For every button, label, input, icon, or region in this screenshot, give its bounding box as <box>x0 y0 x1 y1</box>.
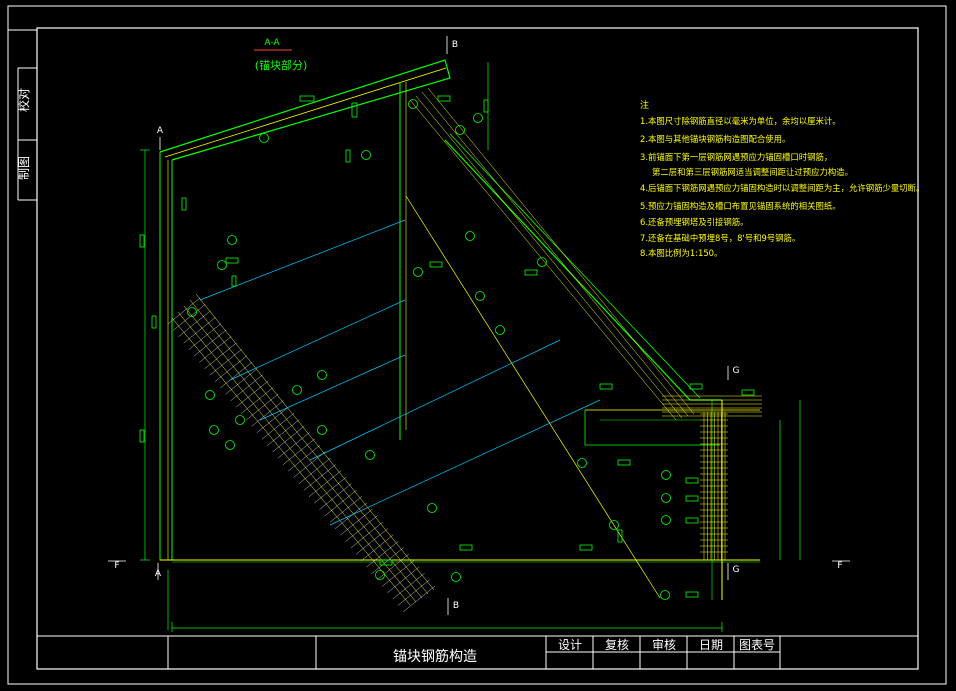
rebar-callout-circle <box>660 590 670 600</box>
rebar-bar-mark <box>231 275 237 287</box>
rebar-callout-circle <box>661 470 671 480</box>
section-title: A-A <box>264 38 280 48</box>
tb-date: 日期 <box>699 638 723 652</box>
marker-g-top: G <box>733 366 740 376</box>
rebar-callout-circle <box>661 515 671 525</box>
rebar-bar-mark <box>459 544 473 551</box>
rebar-bar-mark <box>299 95 315 102</box>
rebar-callout-circle <box>361 150 371 160</box>
rebar-bar-mark <box>151 315 157 329</box>
rebar-callout-circle <box>465 231 475 241</box>
rebar-bar-mark <box>345 149 351 163</box>
inner-frame <box>36 27 919 670</box>
rebar-bar-mark <box>139 429 145 443</box>
prestress-tendons <box>199 219 601 526</box>
rebar-callout-circle <box>217 260 227 270</box>
note-3b: 第二层和第三层钢筋网适当调整间距让过预应力构造。 <box>652 167 853 177</box>
rebar-callouts <box>139 95 755 600</box>
rebar-callout-circle <box>227 235 237 245</box>
tb-sheet-no: 图表号 <box>739 638 775 652</box>
rebar-callout-circle <box>609 520 619 530</box>
note-3: 3.前锚面下第一层钢筋网遇预应力锚固槽口时钢筋， <box>640 152 832 162</box>
dimension-lines <box>140 62 801 632</box>
rebar-callout-circle <box>187 307 197 317</box>
rebar-callout-circle <box>317 425 327 435</box>
rebar-callout-circle <box>495 325 505 335</box>
rebar-bar-mark <box>685 477 699 484</box>
rebar-bundle-left <box>171 293 435 606</box>
rebar-bar-mark <box>685 495 699 502</box>
note-2: 2.本图与其他锚块钢筋构造图配合使用。 <box>640 134 790 144</box>
rebar-bar-mark <box>741 389 755 396</box>
rebar-callout-circle <box>451 572 461 582</box>
rebar-ties-left <box>167 297 436 613</box>
note-8: 8.本图比例为1:150。 <box>640 248 722 258</box>
rebar-callout-circle <box>235 415 245 425</box>
rebar-bar-mark <box>181 197 187 211</box>
note-5: 5.预应力锚固构造及槽口布置见锚固系统的相关图纸。 <box>640 201 841 211</box>
marker-f-right: F <box>837 561 842 571</box>
rebar-callout-circle <box>455 125 465 135</box>
anchorage-block-outline <box>159 59 760 600</box>
rebar-bar-mark <box>351 102 358 118</box>
rebar-bar-mark <box>617 459 631 466</box>
rebar-callout-circle <box>375 570 385 580</box>
rebar-bar-mark <box>689 383 703 390</box>
tb-design: 设计 <box>558 638 582 652</box>
rebar-callout-circle <box>209 425 219 435</box>
note-4: 4.后锚面下钢筋网遇预应力锚固构造时以调整间距为主，允许钢筋少量切断。 <box>640 183 924 193</box>
outer-frame <box>7 5 947 685</box>
rebar-callout-circle <box>292 385 302 395</box>
side-label-drawn: 制图 <box>17 156 31 180</box>
rebar-bundle-right <box>409 87 695 421</box>
section-subtitle: (锚块部分) <box>255 58 308 72</box>
rebar-bar-mark <box>599 383 613 390</box>
rebar-bar-mark <box>139 234 145 248</box>
rebar-bar-mark <box>429 261 443 268</box>
marker-a-bottom: A <box>155 569 162 579</box>
note-6: 6.还备预埋钢塔及引接钢筋。 <box>640 217 749 227</box>
section-markers: A A B B F F G G <box>108 36 850 615</box>
general-notes: 注 1.本图尺寸除钢筋直径以毫米为单位，余均以厘米计。 2.本图与其他锚块钢筋构… <box>640 99 924 258</box>
rebar-callout-circle <box>661 493 671 503</box>
rebar-bar-mark <box>579 544 593 551</box>
rebar-callout-circle <box>427 503 437 513</box>
rebar-callout-circle <box>537 257 547 267</box>
note-1: 1.本图尺寸除钢筋直径以毫米为单位，余均以厘米计。 <box>640 116 841 126</box>
rebar-callout-circle <box>413 267 423 277</box>
tb-approve: 审核 <box>652 637 676 652</box>
rebar-callout-circle <box>205 390 215 400</box>
rebar-callout-circle <box>473 113 483 123</box>
note-7: 7.还备在基础中预埋8号，8'号和9号钢筋。 <box>640 233 800 243</box>
rebar-bar-mark <box>483 99 489 113</box>
rebar-bar-mark <box>379 559 393 566</box>
side-label-check: 校对 <box>16 88 31 112</box>
marker-f-left: F <box>114 561 119 571</box>
tb-review: 复核 <box>605 638 629 652</box>
sheet-title: 锚块钢筋构造 <box>393 648 477 665</box>
rebar-bar-mark <box>225 257 239 264</box>
rebar-callout-circle <box>225 440 235 450</box>
title-block <box>37 635 918 669</box>
rebar-bar-mark <box>617 529 623 543</box>
rebar-callout-circle <box>577 458 587 468</box>
rebar-bar-mark <box>685 517 699 524</box>
marker-a-top: A <box>157 126 164 136</box>
rebar-callout-circle <box>365 450 375 460</box>
rebar-mesh-right <box>662 395 762 560</box>
rebar-callout-circle <box>259 133 269 143</box>
rebar-bar-mark <box>437 95 451 102</box>
rebar-callout-circle <box>408 99 418 109</box>
rebar-callout-circle <box>317 370 327 380</box>
marker-g-bottom: G <box>733 565 740 575</box>
marker-b-top: B <box>452 40 458 50</box>
rebar-bar-mark <box>685 591 699 598</box>
notes-heading: 注 <box>640 99 649 111</box>
rebar-callout-circle <box>475 291 485 301</box>
marker-b-bottom: B <box>453 601 459 611</box>
rebar-bar-mark <box>524 269 538 276</box>
